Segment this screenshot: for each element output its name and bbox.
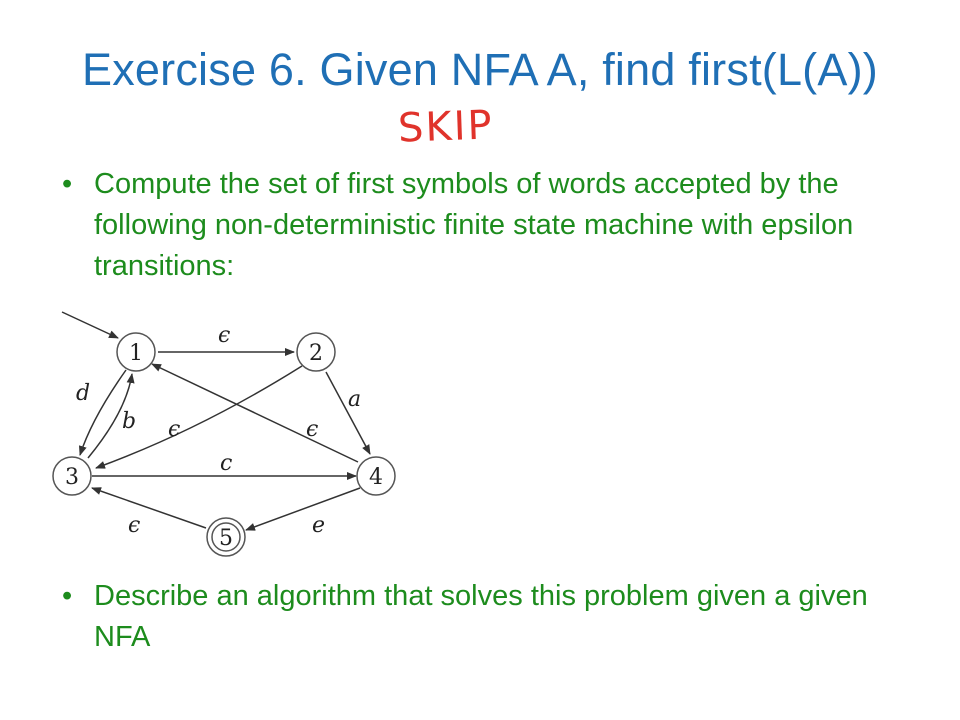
edge-label-3-4: c — [220, 451, 232, 476]
edge-2-3 — [95, 365, 303, 469]
bullet-item: Compute the set of first symbols of word… — [62, 164, 922, 287]
edge-2-4 — [325, 371, 371, 455]
state-2: 2 — [296, 332, 336, 372]
edge-4-1 — [151, 363, 359, 463]
state-3: 3 — [52, 456, 92, 496]
svg-text:5: 5 — [219, 526, 233, 551]
start-arrow — [61, 311, 119, 339]
state-1: 1 — [116, 332, 156, 372]
edge-1-3 — [78, 369, 127, 456]
edge-3-1 — [87, 373, 135, 459]
bullet-list-2: Describe an algorithm that solves this p… — [62, 576, 922, 658]
nfa-diagram: ϵ d b ϵ ϵ a c e ϵ 1 2 3 4 5 — [52, 311, 396, 557]
edge-5-3 — [91, 487, 207, 529]
edge-label-1-3: d — [76, 381, 90, 406]
handwritten-annotation: SKIP — [397, 102, 495, 152]
svg-text:4: 4 — [369, 465, 383, 490]
svg-text:2: 2 — [309, 341, 323, 366]
state-5-accepting: 5 — [206, 517, 246, 557]
edge-label-2-3: ϵ — [168, 417, 180, 442]
bullet-list: Compute the set of first symbols of word… — [62, 164, 922, 287]
edge-label-2-4: a — [348, 387, 361, 412]
svg-text:1: 1 — [129, 341, 143, 366]
slide-title: Exercise 6. Given NFA A, find first(L(A)… — [82, 44, 878, 95]
edge-label-4-5: e — [312, 513, 325, 538]
svg-text:3: 3 — [65, 465, 79, 490]
edge-label-5-3: ϵ — [128, 513, 140, 538]
edge-4-5 — [245, 487, 361, 531]
edge-label-1-2: ϵ — [218, 323, 230, 348]
state-4: 4 — [356, 456, 396, 496]
edge-label-4-1: ϵ — [306, 417, 318, 442]
bullet-item: Describe an algorithm that solves this p… — [62, 576, 922, 658]
edge-label-3-1: b — [122, 409, 136, 434]
